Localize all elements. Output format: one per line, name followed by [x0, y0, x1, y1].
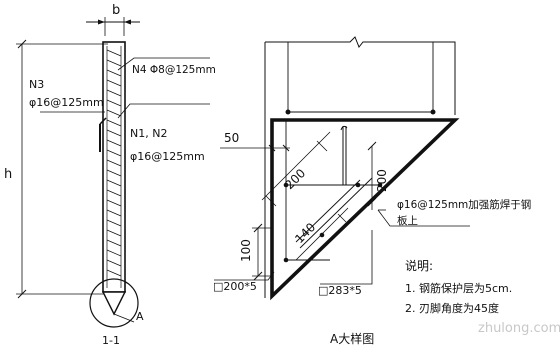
notes-heading: 说明: — [405, 258, 433, 273]
dim-50-text: 50 — [224, 131, 239, 145]
dim-140-line — [295, 207, 349, 261]
detail-title: A大样图 — [330, 331, 374, 346]
dim-h-text: h — [4, 167, 12, 182]
wall-outline — [102, 41, 126, 293]
detail-circle-a — [89, 278, 139, 328]
weld-note-line2: 板上 — [397, 214, 418, 227]
n3-spec: φ16@125mm — [29, 96, 104, 109]
weld-note-leader — [377, 209, 470, 227]
weld-note-line1: φ16@125mm加强筋焊于钢 — [397, 198, 531, 211]
notes-item-2: 2. 刃脚角度为45度 — [405, 301, 499, 315]
n4-leader — [117, 57, 210, 71]
wall-rebar-hatch — [106, 46, 122, 288]
n3-leader — [117, 103, 210, 119]
point-a-label: A — [136, 310, 144, 323]
dim-200-vert-text: 200 — [375, 169, 389, 192]
detail-outline — [265, 36, 456, 115]
watermark: zhulong.com — [478, 321, 560, 336]
n3-label: N3 — [29, 78, 44, 91]
n1n2-label: N1, N2 — [130, 127, 167, 140]
plate-1-leader — [214, 271, 275, 281]
section-title: 1-1 — [102, 334, 120, 347]
dim-b-text: b — [112, 3, 120, 18]
n4-label: N4 Φ8@125mm — [132, 64, 216, 76]
plate-2-label: □283*5 — [318, 284, 362, 297]
n1n2-spec: φ16@125mm — [130, 150, 205, 163]
dim-100-text: 100 — [239, 239, 253, 262]
drawing-text: b h N4 Φ8@125mm N3 φ16@125mm N1, N2 φ16@… — [4, 3, 560, 347]
section-1-1 — [16, 17, 210, 328]
detail-a — [214, 36, 470, 301]
notes-item-1: 1. 钢筋保护层为5cm. — [405, 281, 512, 295]
plate-2-leader — [320, 230, 373, 285]
cutting-edge — [270, 118, 460, 301]
dim-200-diag-line — [261, 131, 331, 201]
plate-1-label: □200*5 — [213, 280, 257, 293]
